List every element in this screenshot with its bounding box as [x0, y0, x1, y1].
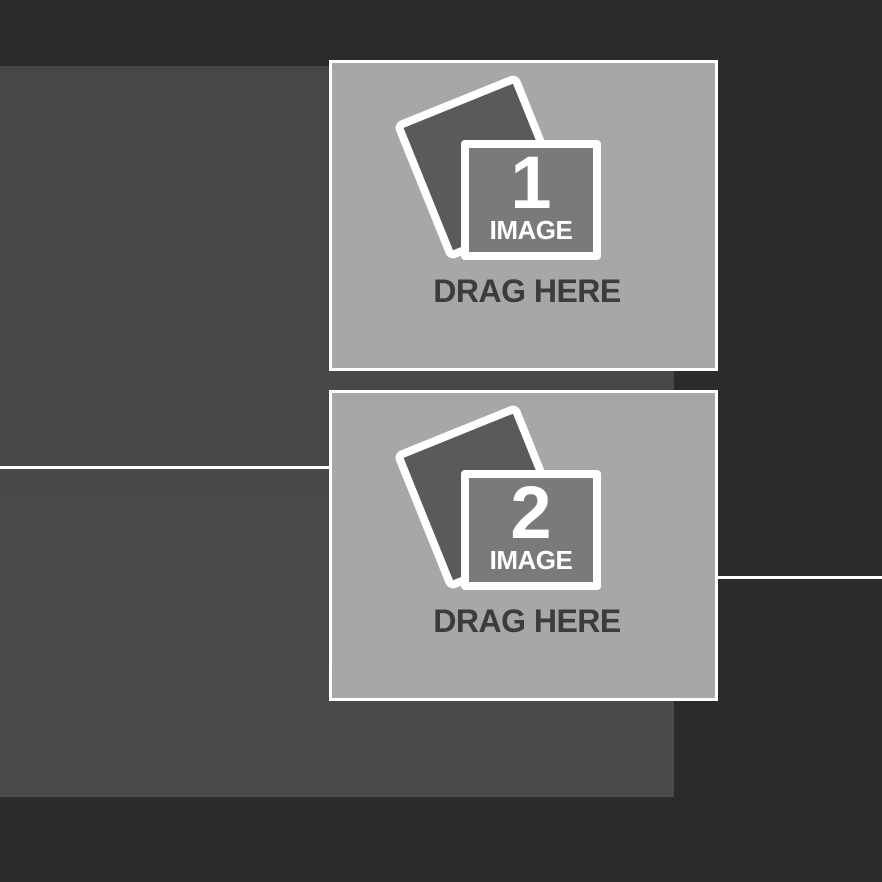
front-photo-icon: 1 IMAGE — [461, 140, 601, 260]
image-slot-number: 2 — [510, 471, 552, 554]
image-drop-zone-2[interactable]: 2 IMAGE DRAG HERE — [329, 390, 718, 701]
front-photo-icon: 2 IMAGE — [461, 470, 601, 590]
photo-stack-icon: 1 IMAGE — [393, 73, 607, 263]
photo-stack-icon: 2 IMAGE — [393, 403, 607, 593]
image-drop-zone-1[interactable]: 1 IMAGE DRAG HERE — [329, 60, 718, 371]
divider-line-right — [714, 576, 882, 579]
image-slot-label: IMAGE — [489, 215, 573, 245]
image-slot-number: 1 — [510, 141, 552, 224]
drag-here-label: DRAG HERE — [433, 603, 621, 639]
image-slot-label: IMAGE — [489, 545, 573, 575]
drag-here-label: DRAG HERE — [433, 273, 621, 309]
divider-line-left — [0, 466, 330, 469]
